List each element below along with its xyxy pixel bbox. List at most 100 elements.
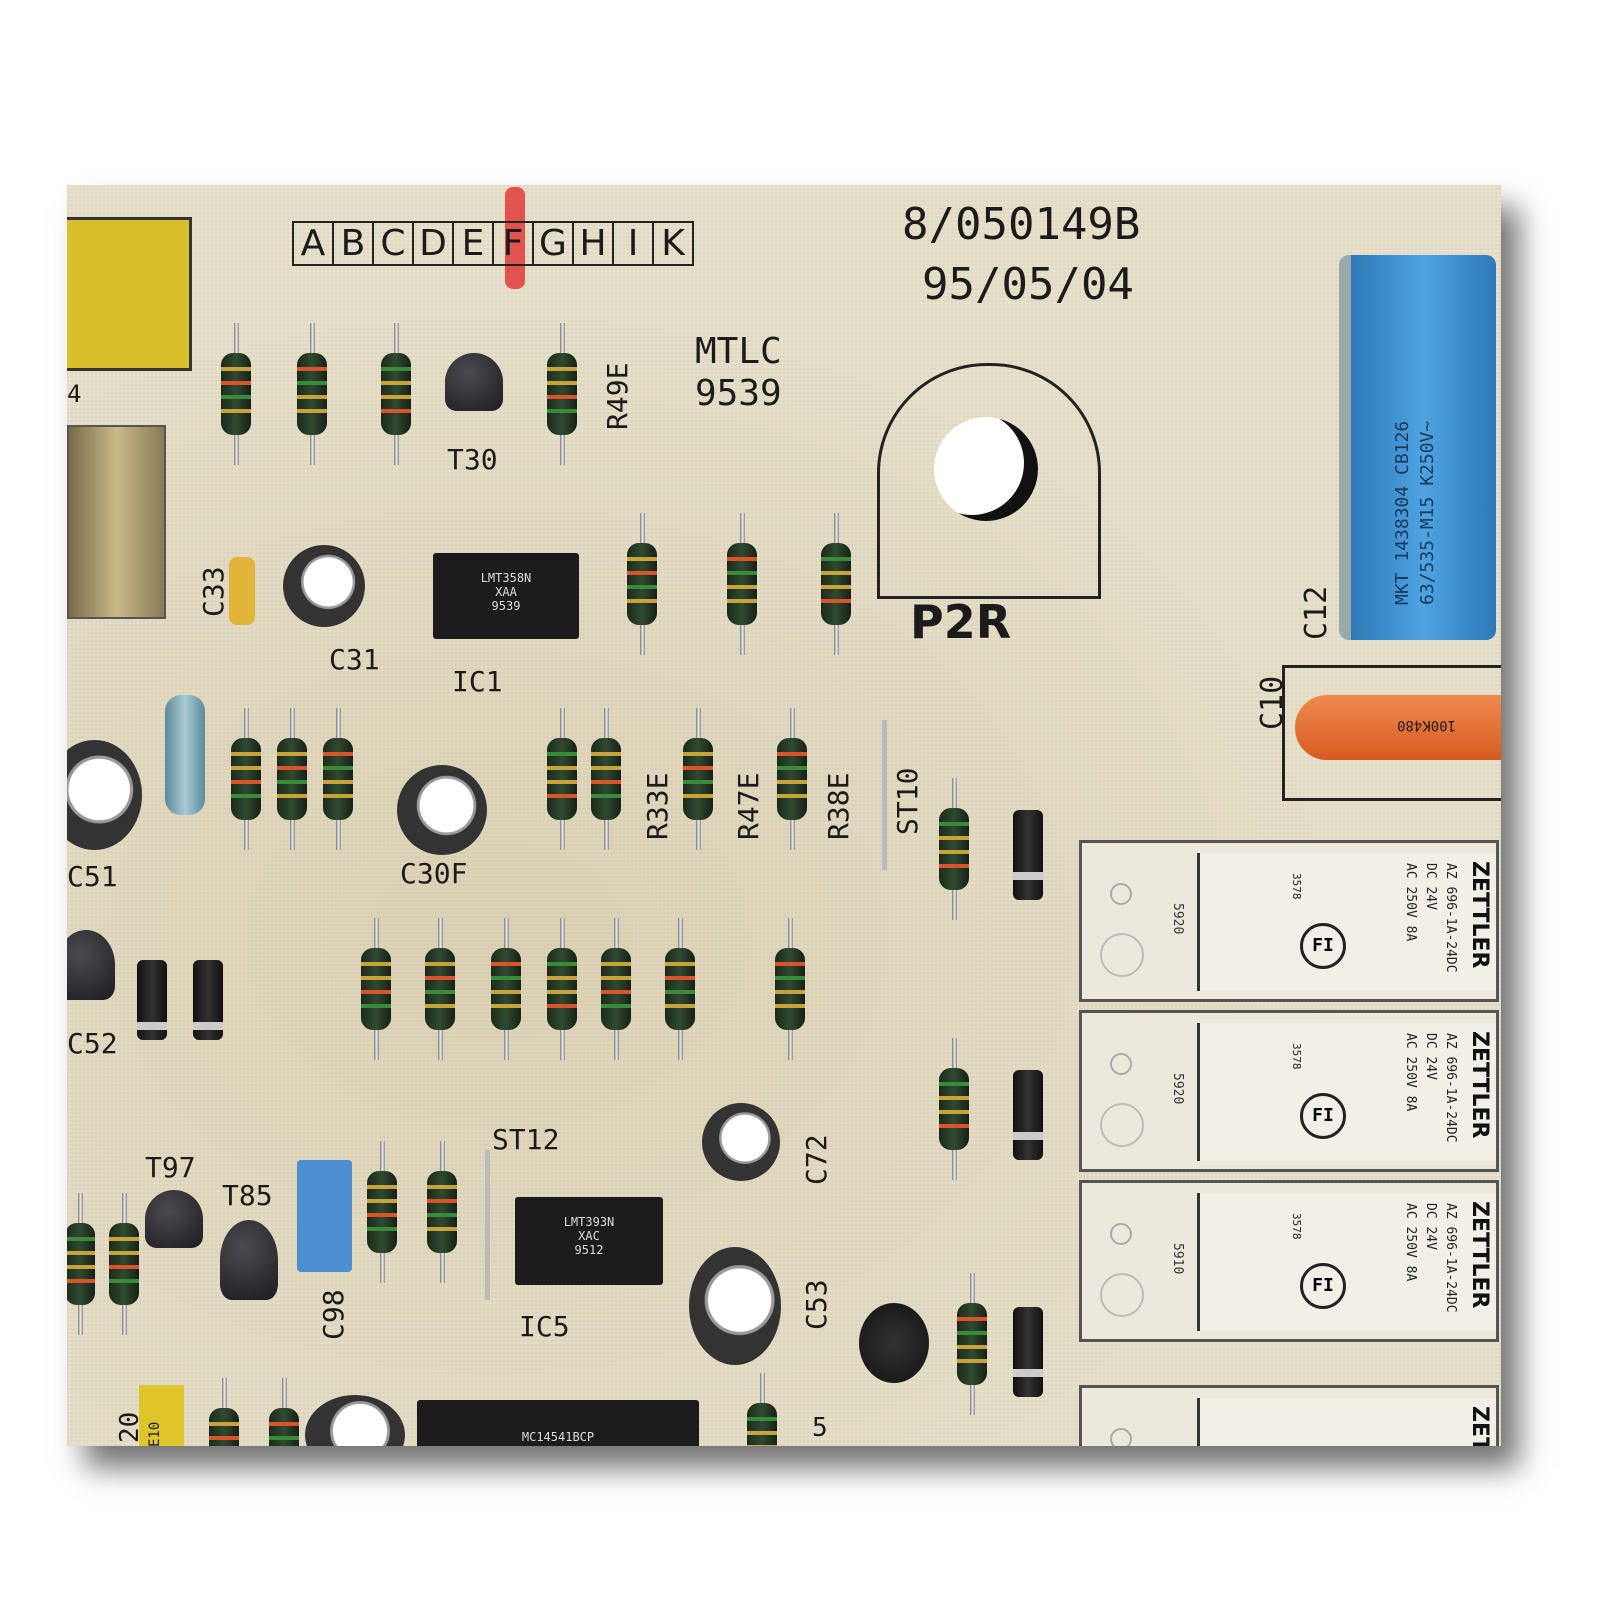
grid-letter: H bbox=[572, 223, 612, 264]
resistor bbox=[545, 918, 579, 1060]
resistor bbox=[773, 918, 807, 1060]
relay-coil: DC 24V bbox=[1423, 1203, 1438, 1250]
resistor bbox=[545, 323, 579, 465]
resistor bbox=[425, 1141, 459, 1283]
maker-date: 9539 bbox=[695, 373, 782, 414]
label-c98: C98 bbox=[317, 1289, 350, 1340]
resistor bbox=[379, 323, 413, 465]
label-c30f: C30F bbox=[400, 857, 468, 890]
relay-cert: 3578 bbox=[1290, 1043, 1303, 1070]
resistor bbox=[359, 918, 393, 1060]
relay-code: 5920 bbox=[1170, 1073, 1185, 1105]
resistor bbox=[207, 1378, 241, 1446]
grid-letter: B bbox=[332, 223, 372, 264]
yellow-capacitor-block bbox=[67, 217, 192, 371]
capacitor-c31 bbox=[283, 545, 365, 627]
label-t30: T30 bbox=[447, 443, 498, 476]
relay-coil: DC 24V bbox=[1423, 863, 1438, 910]
ic5-chip: LMT393N XAC 9512 bbox=[515, 1197, 663, 1285]
label-c72: C72 bbox=[800, 1134, 833, 1185]
fi-cert-mark: FI bbox=[1300, 1093, 1346, 1139]
blue-capacitor-c98 bbox=[297, 1160, 352, 1272]
resistor bbox=[423, 918, 457, 1060]
relay: ZETTLER AZ 696-1A-24DC DC 24V AC 250V 8A… bbox=[1079, 1010, 1499, 1172]
relay-pin-circle bbox=[1110, 883, 1132, 905]
resistor bbox=[681, 708, 715, 850]
ic1-marking-3: 9539 bbox=[491, 599, 521, 613]
resistor bbox=[365, 1141, 399, 1283]
resistor bbox=[955, 1273, 989, 1415]
ic1-marking-1: LMT358N bbox=[480, 571, 532, 585]
transistor-t85 bbox=[220, 1220, 278, 1300]
resistor bbox=[745, 1373, 779, 1446]
resistor bbox=[589, 708, 623, 850]
transistor-left bbox=[67, 930, 115, 1000]
capacitor-c30f bbox=[397, 765, 487, 855]
relay-pin-circle bbox=[1100, 933, 1144, 977]
label-ic5: IC5 bbox=[519, 1310, 570, 1343]
grid-letter: K bbox=[652, 223, 692, 264]
label-t85: T85 bbox=[222, 1179, 273, 1212]
label-st10: ST10 bbox=[891, 767, 924, 835]
relay-label-panel: ZETTLER FI bbox=[1197, 1398, 1496, 1446]
yellow-cap-marking: E10 bbox=[147, 1421, 163, 1446]
potentiometer-outline bbox=[877, 363, 1101, 599]
label-c10: C10 bbox=[1255, 675, 1290, 730]
ic5-marking-1: LMT393N bbox=[563, 1215, 615, 1229]
resistor bbox=[267, 1378, 301, 1446]
relay-pin-circle bbox=[1110, 1223, 1132, 1245]
orange-capacitor-c10 bbox=[1295, 695, 1501, 760]
orange-cap-marking: 100K480 bbox=[1397, 717, 1457, 733]
relay: ZETTLER AZ 696-1A-24DC DC 24V AC 250V 8A… bbox=[1079, 1180, 1499, 1342]
diode bbox=[1013, 1070, 1043, 1160]
yellow-capacitor-bottom bbox=[139, 1385, 184, 1446]
label-st12: ST12 bbox=[492, 1123, 560, 1156]
relay-pin-circle bbox=[1100, 1103, 1144, 1147]
label-r49e: R49E bbox=[601, 362, 634, 430]
label-r47e: R47E bbox=[732, 772, 765, 840]
label-r33e: R33E bbox=[641, 772, 674, 840]
ic5-marking-3: 9512 bbox=[574, 1243, 604, 1257]
resistor bbox=[489, 918, 523, 1060]
blue-cap-marking-1: MKT 1438304 CB126 bbox=[1392, 420, 1413, 605]
grid-letter: G bbox=[532, 223, 572, 264]
inductor bbox=[165, 695, 205, 815]
label-c53: C53 bbox=[800, 1279, 833, 1330]
resistor bbox=[295, 323, 329, 465]
label-t97: T97 bbox=[145, 1151, 196, 1184]
c10-outline bbox=[1282, 665, 1501, 801]
fi-cert-mark: FI bbox=[1300, 1263, 1346, 1309]
resistor bbox=[625, 513, 659, 655]
relay-model: AZ 696-1A-24DC bbox=[1443, 863, 1458, 973]
label-c12: C12 bbox=[1299, 585, 1334, 640]
resistor bbox=[599, 918, 633, 1060]
grid-letter: I bbox=[612, 223, 652, 264]
transistor-t97 bbox=[145, 1190, 203, 1248]
resistor bbox=[663, 918, 697, 1060]
relay-brand: ZETTLER bbox=[1467, 1201, 1492, 1309]
capacitor-c53 bbox=[689, 1247, 781, 1365]
relay: ZETTLER FI bbox=[1079, 1385, 1499, 1446]
relay-brand: ZETTLER bbox=[1467, 1406, 1492, 1446]
relay-coil: DC 24V bbox=[1423, 1033, 1438, 1080]
relay-model: AZ 696-1A-24DC bbox=[1443, 1033, 1458, 1143]
ic1-chip: LMT358N XAA 9539 bbox=[433, 553, 579, 639]
edge-label-4: 4 bbox=[67, 380, 82, 408]
ic1-marking-2: XAA bbox=[495, 585, 517, 599]
date-code: 95/05/04 bbox=[922, 259, 1134, 310]
ic-bottom-chip: MC14541BCP bbox=[417, 1400, 699, 1446]
relay-contact: AC 250V 8A bbox=[1403, 863, 1418, 942]
relay-code: 5910 bbox=[1170, 1243, 1185, 1275]
maker-code: MTLC bbox=[695, 331, 782, 372]
part-number: 8/050149B bbox=[902, 199, 1141, 250]
resistor bbox=[819, 513, 853, 655]
relay-label-panel: ZETTLER AZ 696-1A-24DC DC 24V AC 250V 8A… bbox=[1197, 1193, 1496, 1331]
resistor bbox=[775, 708, 809, 850]
grid-letter: A bbox=[300, 223, 326, 264]
resistor bbox=[67, 1193, 97, 1335]
label-ic1: IC1 bbox=[452, 665, 503, 698]
grid-letter: F bbox=[492, 223, 532, 264]
relay: ZETTLER AZ 696-1A-24DC DC 24V AC 250V 8A… bbox=[1079, 840, 1499, 1002]
resistor bbox=[937, 1038, 971, 1180]
